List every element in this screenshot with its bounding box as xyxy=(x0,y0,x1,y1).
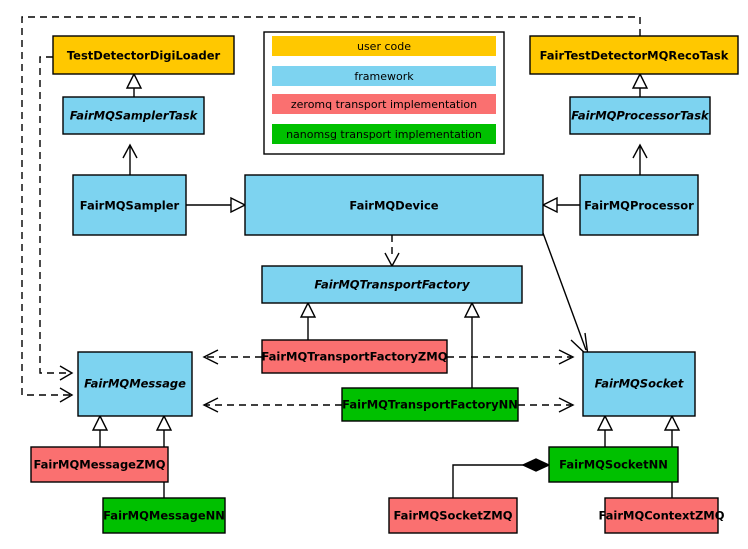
edge-tfnn-to-message xyxy=(202,397,342,413)
node-label: FairMQMessageNN xyxy=(103,509,225,523)
legend-swatch-nanomsg xyxy=(272,124,496,144)
edge-recotask-to-message xyxy=(21,16,641,403)
node-fair-mq-context-zmq[interactable]: FairMQSocketZMQ xyxy=(388,497,518,534)
edge-tfnn-to-socket xyxy=(518,397,575,413)
node-fair-test-detector-mq-reco-task[interactable]: FairTestDetectorMQRecoTask xyxy=(529,35,739,75)
node-box[interactable] xyxy=(244,174,544,236)
edge-socketzmq-to-socket xyxy=(596,414,614,447)
legend-item-zeromq: zeromq transport implementation xyxy=(272,94,496,114)
edge-processortask-to-recotask xyxy=(631,72,649,97)
node-box[interactable] xyxy=(30,446,169,483)
node-box[interactable] xyxy=(102,497,226,534)
node-fair-mq-sampler[interactable]: FairMQSampler xyxy=(72,174,187,236)
node-fair-mq-socket[interactable]: FairMQSocket xyxy=(582,351,696,417)
node-box[interactable] xyxy=(548,446,679,483)
node-box[interactable] xyxy=(77,351,193,417)
node-box[interactable] xyxy=(52,35,235,75)
node-label: FairMQSocketZMQ xyxy=(394,509,513,523)
legend-item-user-code: user code xyxy=(272,36,496,56)
node-label: FairMQDevice xyxy=(349,199,438,213)
node-label: FairMQMessageZMQ xyxy=(33,458,165,472)
node-fair-mq-transport-factory[interactable]: FairMQTransportFactory xyxy=(261,265,523,304)
node-box[interactable] xyxy=(341,387,519,422)
node-label: FairMQSocketNN xyxy=(559,458,668,472)
node-label: FairTestDetectorMQRecoTask xyxy=(540,49,729,63)
node-box[interactable] xyxy=(261,265,523,304)
node-label: FairMQSampler xyxy=(80,199,180,213)
node-test-detector-digi-loader[interactable]: TestDetectorDigiLoader xyxy=(52,35,235,75)
edge-contextzmq-to-socketzmq xyxy=(452,458,551,498)
edge-tfzmq-to-tf xyxy=(299,301,317,340)
node-label: FairMQContextZMQ xyxy=(598,509,724,523)
legend-label-framework: framework xyxy=(354,70,414,83)
node-fair-mq-socket-zmq[interactable]: FairMQSocketNN xyxy=(548,446,679,483)
node-fair-mq-transport-factory-nn[interactable]: FairMQTransportFactoryNN xyxy=(341,387,519,422)
node-box[interactable] xyxy=(388,497,518,534)
node-box[interactable] xyxy=(569,96,711,135)
node-label: FairMQProcessorTask xyxy=(571,109,710,123)
edge-sampler-to-samplertask xyxy=(122,143,138,175)
node-box[interactable] xyxy=(529,35,739,75)
legend-label-zeromq: zeromq transport implementation xyxy=(291,98,477,111)
node-layer: TestDetectorDigiLoader FairTestDetectorM… xyxy=(30,35,739,534)
node-box[interactable] xyxy=(579,174,699,236)
edge-sampler-to-device xyxy=(186,196,247,214)
node-fair-mq-message-nn[interactable]: FairMQMessageNN xyxy=(102,497,226,534)
node-label: TestDetectorDigiLoader xyxy=(67,49,221,63)
node-box[interactable] xyxy=(62,96,205,135)
edge-tfzmq-to-message xyxy=(202,349,262,365)
node-fair-mq-processor-task[interactable]: FairMQProcessorTask xyxy=(569,96,711,135)
edge-samplertask-to-digiloader xyxy=(125,72,143,97)
legend-swatch-user-code xyxy=(272,36,496,56)
node-fair-mq-socket-nn[interactable]: FairMQContextZMQ xyxy=(598,497,725,534)
node-label: FairMQTransportFactoryZMQ xyxy=(261,350,447,364)
node-fair-mq-message[interactable]: FairMQMessage xyxy=(77,351,193,417)
node-label: FairMQProcessor xyxy=(584,199,694,213)
edge-processor-to-device xyxy=(541,196,580,214)
legend: user code framework zeromq transport imp… xyxy=(263,31,505,155)
edge-tfzmq-to-socket xyxy=(447,349,575,365)
edge-digiloader-to-message xyxy=(39,56,74,381)
legend-swatch-zeromq xyxy=(272,94,496,114)
node-box[interactable] xyxy=(261,339,448,374)
node-label: FairMQMessage xyxy=(84,377,186,391)
edge-messagezmq-to-message xyxy=(91,414,109,447)
node-fair-mq-sampler-task[interactable]: FairMQSamplerTask xyxy=(62,96,205,135)
node-label: FairMQTransportFactory xyxy=(314,278,470,292)
legend-label-nanomsg: nanomsg transport implementation xyxy=(286,128,482,141)
node-label: FairMQSamplerTask xyxy=(70,109,199,123)
node-box[interactable] xyxy=(582,351,696,417)
node-box[interactable] xyxy=(604,497,719,534)
node-label: FairMQTransportFactoryNN xyxy=(342,398,518,412)
node-label: FairMQSocket xyxy=(595,377,684,391)
legend-label-user-code: user code xyxy=(357,40,411,53)
legend-swatch-framework xyxy=(272,66,496,86)
node-fair-mq-device[interactable]: FairMQDevice xyxy=(244,174,544,236)
edge-tfnn-to-tf xyxy=(463,301,481,388)
edge-processor-to-processortask xyxy=(632,143,648,175)
node-box[interactable] xyxy=(72,174,187,236)
node-fair-mq-processor[interactable]: FairMQProcessor xyxy=(579,174,699,236)
node-fair-mq-message-zmq[interactable]: FairMQMessageZMQ xyxy=(30,446,169,483)
node-fair-mq-transport-factory-zmq[interactable]: FairMQTransportFactoryZMQ xyxy=(261,339,448,374)
legend-item-framework: framework xyxy=(272,66,496,86)
legend-item-nanomsg: nanomsg transport implementation xyxy=(272,124,496,144)
